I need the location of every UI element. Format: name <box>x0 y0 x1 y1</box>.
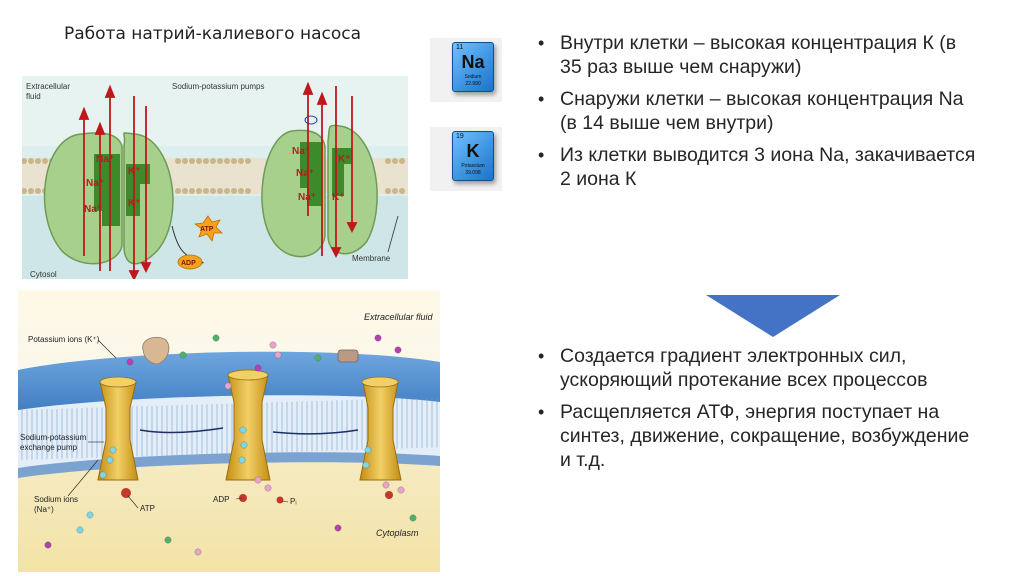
atomic-mass: 22.990 <box>465 81 481 87</box>
bullet-item: Снаружи клетки – высокая концентрация Na… <box>538 87 978 135</box>
pump-label-2: exchange pump <box>20 443 77 452</box>
atomic-number: 19 <box>456 133 464 140</box>
membrane-pump-illustration: Potassium ions (K⁺) Sodium-potassium exc… <box>18 290 440 572</box>
extracellular-label: Extracellular <box>26 82 70 91</box>
extracellular-label-2: fluid <box>26 92 41 101</box>
slide-title: Работа натрий-калиевого насоса <box>64 24 361 44</box>
atomic-mass: 39.098 <box>465 170 481 176</box>
na-ion-label: Na⁺ <box>292 146 310 157</box>
na-ion-label: Na⁺ <box>96 154 114 165</box>
cytoplasm-label: Cytoplasm <box>376 528 419 538</box>
k-ion-label: K⁺ <box>128 166 141 177</box>
k-ion-label: K⁺ <box>128 198 141 209</box>
na-ion-label: Na⁺ <box>86 178 104 189</box>
k-ion-label: K⁺ <box>332 192 345 203</box>
atp-label: ATP <box>200 226 214 233</box>
k-ion-label: K⁺ <box>338 154 351 165</box>
na-ion-label: Na⁺ <box>84 204 102 215</box>
na-ion-label: Na⁺ <box>298 192 316 203</box>
atp-burst: ATP <box>193 215 223 242</box>
atomic-number: 11 <box>456 44 464 51</box>
bullet-item: Создается градиент электронных сил, уско… <box>538 344 978 392</box>
bullet-item: Внутри клетки – высокая концентрация К (… <box>538 31 978 79</box>
element-symbol: K <box>466 141 480 161</box>
sodium-ions-label-2: (Na⁺) <box>34 505 54 514</box>
element-name: Sodium <box>464 74 482 80</box>
atp-label-bottom: ATP <box>140 504 155 513</box>
element-name: Potassium <box>461 163 485 169</box>
pump-schematic-diagram: Na⁺ Na⁺ Na⁺ K⁺ K⁺ Na⁺ Na⁺ Na⁺ K⁺ K⁺ ATP … <box>22 76 408 279</box>
ion-flow-arrows <box>78 81 358 279</box>
potassium-ions-label: Potassium ions (K⁺) <box>28 335 100 344</box>
bullet-list-top: Внутри клетки – высокая концентрация К (… <box>538 31 978 199</box>
exchange-pump-3 <box>359 376 402 481</box>
potassium-element-tile: 19 K Potassium 39.098 <box>452 131 494 181</box>
bullet-list-bottom: Создается градиент электронных сил, уско… <box>538 344 978 480</box>
bullet-item: Расщепляется АТФ, энергия поступает на с… <box>538 400 978 472</box>
pumps-label: Sodium-potassium pumps <box>172 82 264 91</box>
sodium-element-tile: 11 Na Sodium 22.990 <box>452 42 494 92</box>
pump-left <box>43 132 174 265</box>
adp-badge: ADP <box>177 254 203 270</box>
down-arrow-icon <box>706 295 840 337</box>
adp-label: ADP <box>181 260 196 267</box>
adp-label-bottom: ADP <box>213 495 229 504</box>
pi-label: Pᵢ <box>290 497 297 506</box>
sodium-ions-label: Sodium ions <box>34 495 78 504</box>
element-symbol: Na <box>461 52 485 72</box>
na-ion-label: Na⁺ <box>296 168 314 179</box>
bullet-item: Из клетки выводится 3 иона Na, закачивае… <box>538 143 978 191</box>
cytosol-label: Cytosol <box>30 270 57 279</box>
membrane-label: Membrane <box>352 254 391 263</box>
pump-right <box>261 124 378 258</box>
exchange-pump-2 <box>225 369 271 481</box>
pump-label-1: Sodium-potassium <box>20 433 87 442</box>
exchange-pump-1 <box>97 376 139 481</box>
extracellular-fluid-label: Extracellular fluid <box>364 312 434 322</box>
